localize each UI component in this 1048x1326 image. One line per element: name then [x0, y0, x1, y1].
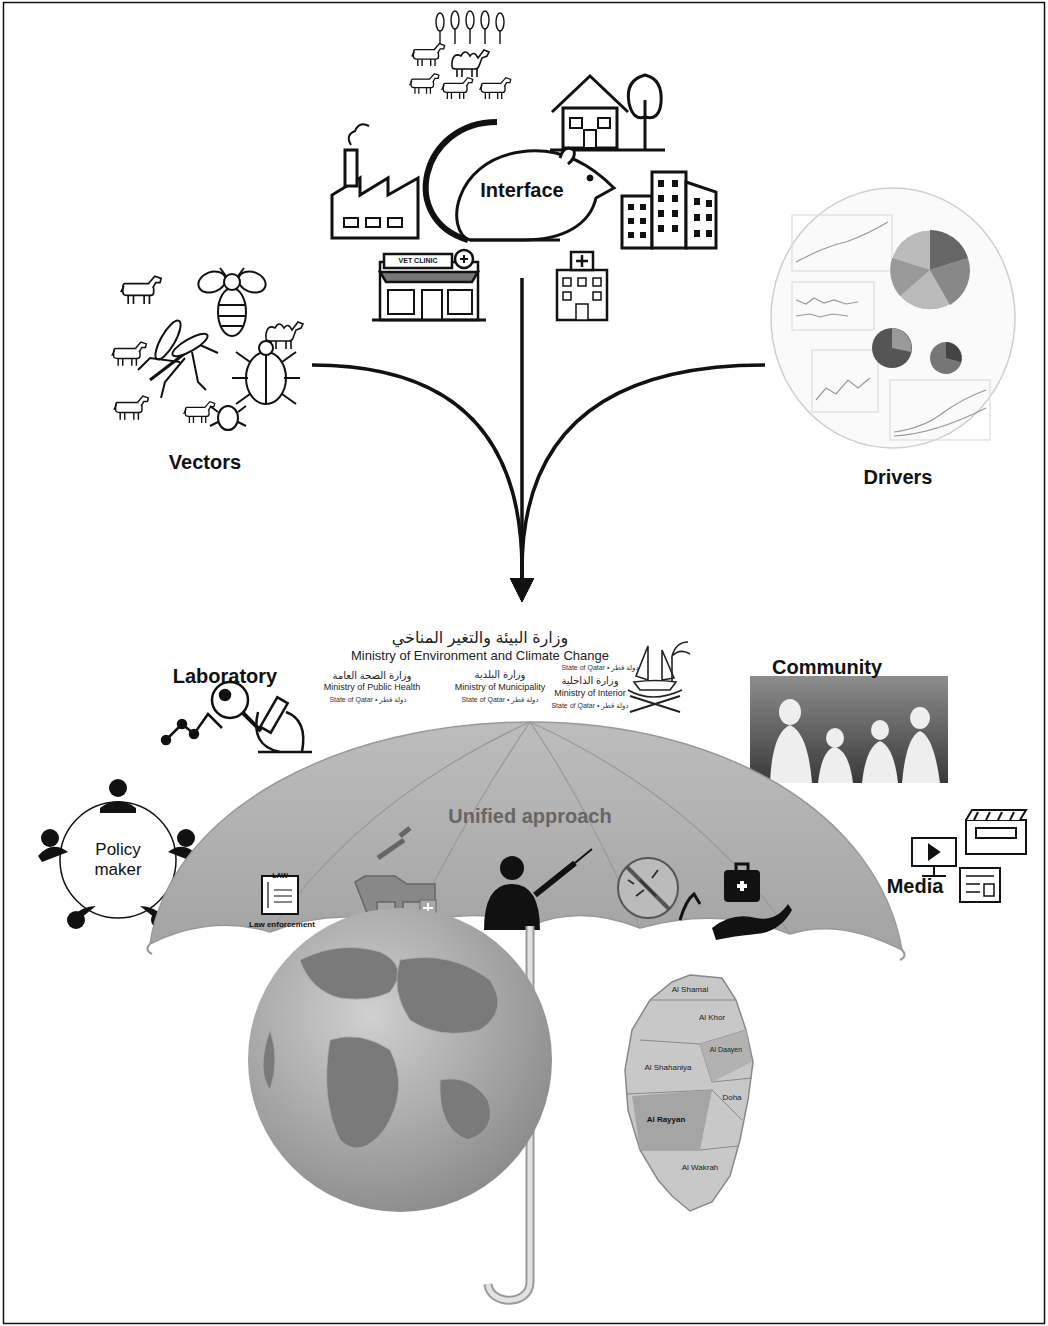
section-label: Community [772, 656, 882, 678]
node-text: Unified approach [448, 805, 611, 828]
ministry-arabic: وزارة الداخلية [561, 675, 618, 686]
drivers-node: Drivers [765, 185, 1027, 491]
section-label: Media [887, 875, 944, 897]
map-region: Al Shahaniya [644, 1064, 691, 1073]
interface-node: Interface [415, 120, 620, 278]
state-text: State of Qatar • دولة قطر [461, 696, 538, 704]
map-region: Al Rayyan [647, 1116, 686, 1125]
map-region: Al Daayen [710, 1046, 742, 1054]
ministry-arabic: وزارة البلدية [475, 669, 526, 680]
ministry-arabic: وزارة الصحة العامة [333, 670, 412, 681]
ministry-name: Ministry of Interior [554, 689, 626, 699]
ministry-name: Ministry of Public Health [324, 683, 421, 693]
icon-text: LAW [272, 872, 288, 880]
policy-circle: Policy maker [40, 780, 200, 940]
ministry-name: Ministry of Municipality [455, 683, 546, 693]
connector-arrow [522, 365, 765, 600]
node-text: Interface [480, 179, 563, 202]
section-label: Laboratory [173, 665, 277, 687]
state-text: State of Qatar • دولة قطر [561, 664, 638, 672]
map-region: Al Shamal [672, 986, 708, 995]
state-text: State of Qatar • دولة قطر [329, 696, 406, 704]
sign-text: VET CLINIC [399, 257, 438, 265]
map-region: Al Wakrah [682, 1164, 719, 1173]
node-text: Policy maker [86, 840, 150, 879]
node-text: Drivers [864, 466, 933, 489]
ministry-name: Ministry of Environment and Climate Chan… [351, 649, 609, 663]
icon-label: Law enforcement [249, 921, 315, 930]
state-text: State of Qatar • دولة قطر [551, 702, 628, 710]
vectors-node: Vectors [100, 262, 312, 478]
node-text: Vectors [169, 451, 241, 474]
connector-arrow [312, 365, 522, 600]
map-region: Doha [722, 1094, 741, 1103]
map-region: Al Khor [699, 1014, 725, 1023]
ministry-arabic: وزارة البيئة والتغير المناخي [392, 629, 568, 647]
